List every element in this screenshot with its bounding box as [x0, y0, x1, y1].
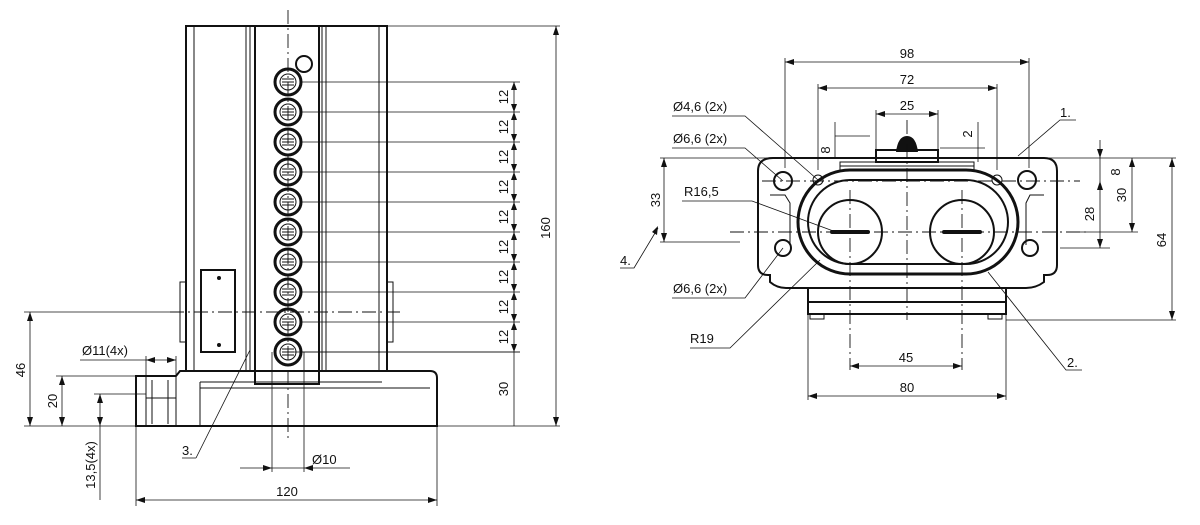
pitch-label: 12 — [496, 240, 511, 254]
dim-arrows — [661, 158, 667, 242]
label-r19: R19 — [690, 331, 714, 346]
leader-hole66b — [672, 247, 784, 299]
dim-72-label: 72 — [900, 72, 914, 87]
pitch-arrow — [511, 292, 517, 322]
pitch-label: 12 — [496, 90, 511, 104]
side-ribs — [770, 194, 1044, 245]
dim-arrows — [1097, 239, 1103, 248]
callout-3-leader — [182, 349, 251, 459]
dim-20-label: 20 — [45, 394, 60, 408]
callout-2-leader — [987, 271, 1082, 371]
center-strip — [254, 25, 320, 385]
dim-8-right-label: 8 — [1108, 168, 1123, 175]
callout-1: 1. — [1060, 105, 1071, 120]
dim-46-label: 46 — [13, 363, 28, 377]
pitch-arrow — [511, 112, 517, 142]
dim-30-label: 30 — [496, 382, 511, 396]
callout-1-leader — [1017, 119, 1076, 157]
dim-33-label: 33 — [648, 193, 663, 207]
leader-r19 — [690, 259, 821, 349]
front-view: 98 72 25 8 2 45 80 — [620, 46, 1176, 400]
pitch-extension-lines: 12 12 12 12 12 12 12 12 12 — [302, 81, 520, 353]
pitch-arrow — [511, 322, 517, 352]
leader-hole66a — [672, 147, 784, 182]
plate-screw — [217, 343, 221, 347]
dim-2-label: 2 — [960, 130, 975, 137]
pitch-label: 12 — [496, 210, 511, 224]
dim-28-label: 28 — [1082, 207, 1097, 221]
dim-arrows — [146, 357, 176, 363]
foot — [987, 313, 1003, 320]
pitch-label: 12 — [496, 270, 511, 284]
plate-screw — [217, 276, 221, 280]
side-view: 12 12 12 12 12 12 12 12 12 160 30 120 Ø10 Ø11(4x… — [13, 10, 560, 506]
inner-frame-inner — [807, 179, 1009, 265]
label-hole66b: Ø6,6 (2x) — [673, 281, 727, 296]
callout-4-leader — [620, 227, 659, 269]
hole-6-6 — [1021, 239, 1039, 257]
dim-8-top-label: 8 — [818, 146, 833, 153]
dim-120-label: 120 — [276, 484, 298, 499]
pitch-arrow — [511, 262, 517, 292]
label-r165: R16,5 — [684, 184, 719, 199]
pitch-label: 12 — [496, 150, 511, 164]
foot — [809, 313, 825, 320]
callout-4-arrow — [652, 226, 658, 235]
dim-arrows — [1129, 158, 1135, 232]
top-hole — [295, 55, 313, 73]
dim-98-label: 98 — [900, 46, 914, 61]
dim-80-label: 80 — [900, 380, 914, 395]
pitch-label: 12 — [496, 300, 511, 314]
dim-30-label: 30 — [1114, 188, 1129, 202]
hole-6-6 — [774, 239, 792, 257]
hole-4-6-right — [1017, 170, 1037, 190]
dim-13-5-label: 13,5(4x) — [83, 441, 98, 489]
pitch-label: 12 — [496, 180, 511, 194]
pitch-arrow — [511, 142, 517, 172]
dim-45-label: 45 — [899, 350, 913, 365]
mount-hole-section — [145, 375, 177, 427]
pitch-arrow — [511, 202, 517, 232]
dim-25-label: 25 — [900, 98, 914, 113]
pitch-arrow — [511, 232, 517, 262]
pitch-label: 12 — [496, 120, 511, 134]
pitch-arrow — [511, 172, 517, 202]
dim-64-label: 64 — [1154, 233, 1169, 247]
dim-dia11-label: Ø11(4x) — [82, 343, 128, 358]
dim-dia10-label: Ø10 — [312, 452, 337, 467]
label-hole66a: Ø6,6 (2x) — [673, 131, 727, 146]
pitch-arrow — [511, 82, 517, 112]
dim-160-label: 160 — [538, 217, 553, 239]
pitch-label: 12 — [496, 330, 511, 344]
callout-3: 3. — [182, 443, 193, 458]
callout-2: 2. — [1067, 355, 1078, 370]
small-hole — [812, 174, 824, 186]
callout-4: 4. — [620, 253, 631, 268]
base-outline — [135, 370, 438, 427]
small-hole — [991, 174, 1003, 186]
dim-arrows — [97, 394, 103, 426]
leader-r165 — [682, 200, 837, 233]
label-plate — [200, 269, 236, 353]
leader-hole46 — [672, 115, 819, 181]
label-hole46: Ø4,6 (2x) — [673, 99, 727, 114]
